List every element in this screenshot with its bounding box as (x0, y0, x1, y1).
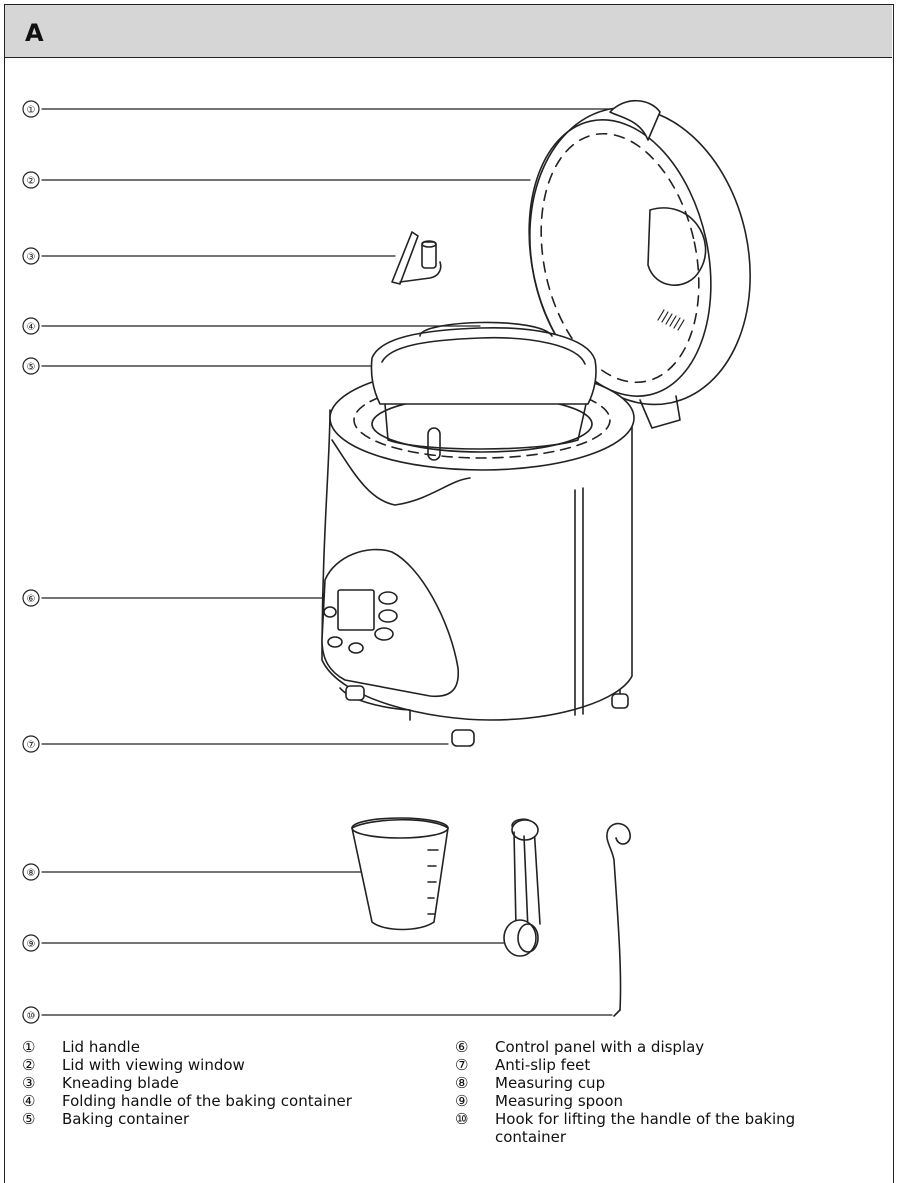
callout-1: ① (27, 105, 36, 116)
display-screen (337, 589, 375, 631)
header-divider (5, 57, 892, 58)
lifting-hook (606, 822, 631, 1017)
control-panel (321, 548, 459, 698)
container-handle (419, 321, 553, 337)
measuring-spoon (503, 818, 541, 957)
callout-markers (22, 100, 40, 1024)
callout-9: ⑨ (27, 939, 36, 950)
lid (528, 100, 751, 429)
section-header: A (5, 5, 892, 58)
callout-8: ⑧ (27, 868, 36, 879)
measuring-cup (351, 817, 449, 931)
anti-slip-feet (345, 685, 629, 747)
bread-maker-diagram: ① ② ③ ④ ⑤ ⑥ ⑦ ⑧ ⑨ ⑩ (22, 100, 751, 1024)
callout-6: ⑥ (27, 594, 36, 605)
callout-4: ④ (27, 322, 36, 333)
callout-10: ⑩ (27, 1011, 36, 1022)
baking-container (370, 321, 597, 461)
lid-handle (609, 100, 661, 141)
callout-3: ③ (27, 252, 36, 263)
section-letter: A (25, 19, 44, 47)
leader-lines (41, 108, 619, 1016)
kneading-blade (391, 231, 442, 285)
callout-7: ⑦ (27, 740, 36, 751)
callout-numbers: ① ② ③ ④ ⑤ ⑥ ⑦ ⑧ ⑨ ⑩ (27, 105, 36, 1022)
page-frame (4, 4, 894, 1183)
lid-vent (657, 309, 685, 331)
callout-5: ⑤ (27, 362, 36, 373)
callout-2: ② (27, 176, 36, 187)
